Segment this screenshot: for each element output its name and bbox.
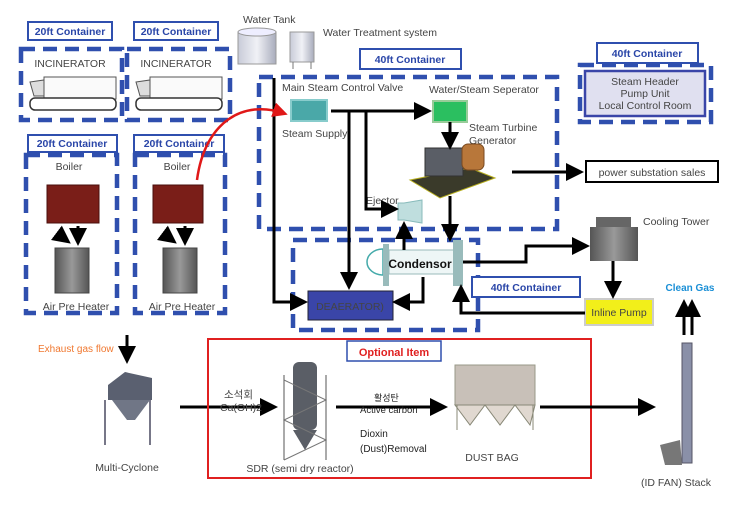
incinerator-icon	[135, 76, 223, 111]
power-substation-box: power substation sales	[585, 160, 719, 183]
exhaust-gas-label: Exhaust gas flow	[38, 344, 114, 355]
container-label-boiler-1: 20ft Container	[27, 134, 118, 153]
svg-text:40ft Container: 40ft Container	[375, 54, 446, 66]
clean-gas-label: Clean Gas	[666, 283, 715, 294]
boiler-icon	[46, 184, 100, 224]
cooling-tower-label: Cooling Tower	[643, 216, 710, 228]
control-room-box	[583, 69, 707, 118]
inline-pump-box: Inline Pump	[584, 298, 654, 326]
main-steam-valve-label: Main Steam Control Valve	[282, 82, 403, 94]
cooling-tower-icon	[590, 217, 638, 261]
svg-text:DEAERATOR): DEAERATOR)	[316, 301, 384, 313]
steam-supply-red-arrow	[195, 102, 288, 181]
boiler-label-1: Boiler	[56, 161, 83, 173]
container-label-incinerator-2: 20ft Container	[133, 21, 219, 41]
svg-text:40ft Container: 40ft Container	[612, 48, 683, 60]
turbine-label-2: Generator	[469, 135, 517, 147]
svg-text:40ft Container: 40ft Container	[491, 282, 562, 294]
container-label-condensor: 40ft Container	[471, 276, 581, 298]
turbine-label-1: Steam Turbine	[469, 122, 537, 134]
dust-bag-icon	[454, 364, 536, 430]
sdr-label: SDR (semi dry reactor)	[246, 463, 353, 475]
flow-lines	[272, 78, 622, 315]
air-pre-heater-icon	[54, 247, 90, 294]
slaked-lime-label: Ca(OH)2	[220, 402, 262, 414]
incinerator-icon	[29, 76, 117, 111]
water-treatment-icon	[289, 31, 315, 69]
container-label-incinerator-1: 20ft Container	[27, 21, 113, 41]
container-incinerator-1	[18, 46, 125, 123]
dust-bag-label: DUST BAG	[465, 452, 518, 464]
air-pre-heater-label-1: Air Pre Heater	[43, 301, 110, 313]
active-carbon-kr-label: 활성탄	[374, 392, 399, 403]
air-pre-heater-icon	[162, 247, 198, 294]
air-pre-heater-label-2: Air Pre Heater	[149, 301, 216, 313]
svg-text:20ft Container: 20ft Container	[37, 138, 108, 150]
svg-text:20ft Container: 20ft Container	[144, 138, 215, 150]
condensor-icon	[366, 240, 463, 286]
condensor-label: Condensor	[388, 257, 452, 271]
multi-cyclone-icon	[104, 372, 152, 445]
steam-supply-box	[290, 99, 328, 122]
steam-supply-label: Steam Supply	[282, 128, 348, 140]
control-room-line: Local Control Room	[599, 100, 692, 112]
water-tank-label: Water Tank	[243, 14, 296, 26]
sdr-icon	[282, 362, 328, 461]
container-control	[577, 62, 714, 125]
water-treatment-label: Water Treatment system	[323, 27, 437, 39]
multi-cyclone-label: Multi-Cyclone	[95, 462, 159, 474]
active-carbon-label: Active carbon	[360, 405, 418, 416]
container-label-control: 40ft Container	[596, 42, 699, 64]
separator-box	[432, 100, 468, 123]
svg-text:Inline Pump: Inline Pump	[591, 307, 647, 319]
ejector-label: Ejector	[366, 195, 399, 207]
control-room-line: Pump Unit	[620, 88, 669, 100]
water-tank-icon	[237, 27, 277, 65]
deaerator-box: DEAERATOR)	[307, 290, 394, 321]
incinerator-label-2: INCINERATOR	[140, 58, 212, 70]
incinerator-label-1: INCINERATOR	[34, 58, 106, 70]
control-room-line: Steam Header	[611, 76, 679, 88]
container-label-boiler-2: 20ft Container	[133, 134, 225, 153]
steam-turbine-generator-icon	[408, 143, 497, 199]
ejector-icon	[397, 199, 423, 224]
boiler-icon	[152, 184, 204, 224]
svg-text:20ft Container: 20ft Container	[35, 26, 106, 38]
container-incinerator-2	[124, 46, 233, 123]
svg-text:power substation sales: power substation sales	[599, 167, 706, 179]
stack-icon	[660, 342, 693, 465]
container-boiler-1	[23, 152, 120, 316]
container-label-steam: 40ft Container	[359, 48, 462, 70]
container-boiler-2	[132, 152, 228, 316]
boiler-label-2: Boiler	[164, 161, 191, 173]
dioxin-label: (Dust)Removal	[360, 444, 427, 455]
boiler-flow-arrow	[51, 225, 71, 244]
slaked-lime-kr-label: 소석회	[224, 389, 253, 401]
stack-label: (ID FAN) Stack	[641, 477, 712, 489]
dioxin-label: Dioxin	[360, 429, 388, 440]
boiler-flow-arrow	[157, 225, 177, 244]
separator-label: Water/Steam Seperator	[429, 84, 539, 96]
optional-item-label: Optional Item	[346, 340, 442, 362]
svg-text:20ft Container: 20ft Container	[141, 26, 212, 38]
svg-text:Optional Item: Optional Item	[359, 347, 430, 359]
